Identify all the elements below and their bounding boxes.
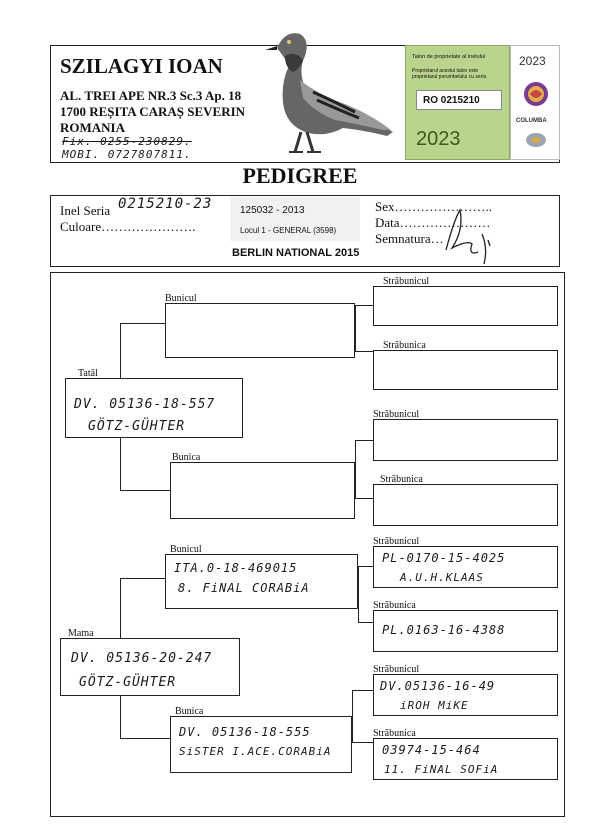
phone-mobi: MOBI. 0727807811. — [62, 148, 192, 161]
connector — [352, 690, 373, 691]
talon-year: 2023 — [416, 128, 461, 150]
page-title: PEDIGREE — [242, 163, 358, 188]
connector — [352, 742, 373, 743]
handwritten-signature — [445, 208, 491, 265]
ffm-box — [373, 350, 558, 390]
mmm-box: 03974-15-464 11. FiNAL SOFiA — [373, 738, 558, 780]
hologram-icon — [526, 133, 546, 147]
connector — [120, 738, 170, 739]
connector — [120, 578, 165, 579]
country: ROMANIA — [60, 120, 125, 135]
brand-year: 2023 — [519, 54, 546, 68]
ff-label: Bunicul — [165, 293, 197, 304]
mf-box: ITA.0-18-469015 8. FiNAL CORABiA — [165, 554, 358, 609]
mmf-ring: DV.05136-16-49 — [380, 679, 496, 693]
result-code: 125032 - 2013 — [240, 205, 305, 216]
connector — [120, 438, 121, 490]
race-result-stamp — [230, 197, 360, 241]
fm-box — [170, 462, 355, 519]
columba-logo-icon — [524, 82, 548, 106]
brand-name: COLUMBA — [516, 118, 547, 124]
mfm-ring: PL.0163-16-4388 — [382, 623, 506, 637]
connector — [355, 498, 373, 499]
mff-box: PL-0170-15-4025 A.U.H.KLAAS — [373, 546, 558, 588]
connector — [355, 440, 356, 498]
father-label: Tatăl — [78, 368, 98, 379]
ring-label: Inel Seria — [60, 203, 111, 218]
result-place: Locul 1 - GENERAL (3598) — [240, 226, 337, 235]
talon-ring-field: RO 0215210 — [416, 90, 502, 110]
mff-label: Străbunicul — [373, 536, 420, 547]
mff-strain: A.U.H.KLAAS — [400, 571, 484, 584]
date-label: Data………………… — [375, 215, 491, 230]
connector — [358, 566, 373, 567]
mother-label: Mama — [68, 628, 94, 639]
mm-note: SiSTER I.ACE.CORABiA — [179, 745, 332, 758]
result-race: BERLIN NATIONAL 2015 — [232, 247, 360, 259]
mf-label: Bunicul — [170, 544, 202, 555]
connector — [120, 323, 121, 379]
mother-strain: GÖTZ-GÜHTER — [79, 675, 177, 690]
mff-ring: PL-0170-15-4025 — [382, 551, 506, 565]
mmm-note: 11. FiNAL SOFiA — [384, 763, 499, 776]
pigeon-icon — [265, 33, 393, 153]
address-line-1: AL. TREI APE NR.3 Sc.3 Ap. 18 — [60, 88, 242, 103]
color-label: Culoare…………………. — [60, 219, 196, 234]
mmm-ring: 03974-15-464 — [382, 743, 481, 757]
connector — [120, 490, 170, 491]
talon-ring: RO 0215210 — [423, 95, 480, 106]
mother-ring: DV. 05136-20-247 — [71, 651, 213, 666]
mmf-strain: iROH MiKE — [400, 699, 469, 712]
talon-title: Talon de proprietate al inelului — [412, 54, 486, 60]
fmm-box — [373, 484, 558, 526]
fmm-label: Străbunica — [380, 474, 423, 485]
connector — [120, 323, 165, 324]
pedigree-tree-frame — [50, 272, 565, 817]
sex-label: Sex………………….. — [375, 199, 492, 214]
father-box: DV. 05136-18-557 GÖTZ-GÜHTER — [65, 378, 243, 438]
connector — [355, 305, 356, 351]
connector — [358, 622, 373, 623]
info-frame — [50, 195, 560, 267]
mfm-label: Străbunica — [373, 600, 416, 611]
ff-box — [165, 303, 355, 358]
mm-label: Bunica — [175, 706, 204, 717]
address-line-2: 1700 REȘITA CARAȘ SEVERIN — [60, 104, 246, 119]
mf-ring: ITA.0-18-469015 — [174, 561, 298, 575]
mf-note: 8. FiNAL CORABiA — [178, 581, 310, 595]
connector — [355, 351, 373, 352]
connector — [120, 696, 121, 738]
talon-text: Proprietarul acestui talon este propriet… — [412, 68, 487, 80]
connector — [358, 566, 359, 622]
columba-brand: 2023 COLUMBA — [510, 45, 560, 160]
mm-box: DV. 05136-18-555 SiSTER I.ACE.CORABiA — [170, 716, 352, 773]
father-ring: DV. 05136-18-557 — [74, 397, 216, 412]
fm-label: Bunica — [172, 452, 201, 463]
connector — [355, 440, 373, 441]
fff-box — [373, 286, 558, 326]
fff-label: Străbunicul — [383, 276, 430, 287]
connector — [120, 578, 121, 638]
signature-label: Semnatura… — [375, 231, 444, 246]
breeder-name: SZILAGYI IOAN — [60, 54, 223, 78]
mother-box: DV. 05136-20-247 GÖTZ-GÜHTER — [60, 638, 240, 696]
father-strain: GÖTZ-GÜHTER — [88, 419, 186, 434]
ownership-talon: Talon de proprietate al inelului Proprie… — [405, 45, 510, 160]
mmf-box: DV.05136-16-49 iROH MiKE — [373, 674, 558, 716]
ring-value: 0215210-23 — [118, 196, 213, 212]
mmm-label: Străbunica — [373, 728, 416, 739]
mm-ring: DV. 05136-18-555 — [179, 725, 311, 739]
mmf-label: Străbunicul — [373, 664, 420, 675]
connector — [352, 690, 353, 742]
connector — [355, 305, 373, 306]
fmf-box — [373, 419, 558, 461]
fmf-label: Străbunicul — [373, 409, 420, 420]
mfm-box: PL.0163-16-4388 — [373, 610, 558, 652]
phone-fix: Fix. 0255-230829. — [62, 135, 192, 148]
ffm-label: Străbunica — [383, 340, 426, 351]
